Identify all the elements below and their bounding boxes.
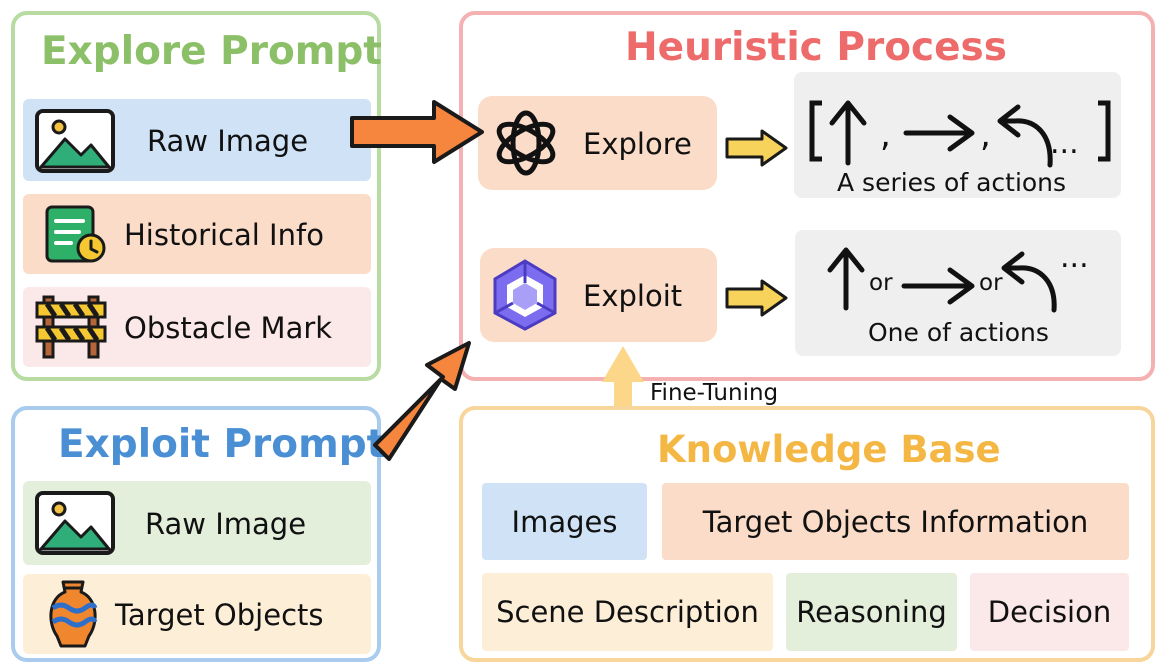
explore-historical-info-label: Historical Info	[124, 218, 324, 252]
explore-prompt-arrow	[350, 100, 484, 164]
image-icon	[35, 109, 115, 173]
vase-icon	[49, 580, 98, 648]
exploit-actions-ellipsis: ...	[1060, 240, 1089, 275]
explore-node: Explore	[478, 96, 717, 190]
fine-tuning-label: Fine-Tuning	[650, 380, 779, 406]
exploit-raw-image-label: Raw Image	[145, 507, 307, 541]
exploit-target-objects-label: Target Objects	[115, 598, 324, 632]
heuristic-process-title: Heuristic Process	[625, 25, 1007, 70]
openai-logo-icon	[496, 110, 556, 176]
kb-images-cell: Images	[482, 483, 647, 560]
exploit-node-label: Exploit	[583, 279, 683, 313]
image-icon	[35, 491, 115, 555]
exploit-actions-glyphs	[827, 247, 1057, 313]
exploit-node: Exploit	[480, 248, 717, 342]
explore-node-label: Explore	[583, 127, 692, 161]
explore-actions-separator-2: ,	[980, 115, 991, 155]
document-clock-icon	[45, 205, 106, 263]
explore-actions-caption: A series of actions	[837, 168, 1067, 197]
exploit-raw-image-item: Raw Image	[23, 481, 371, 565]
explore-obstacle-mark-label: Obstacle Mark	[124, 311, 333, 345]
explore-raw-image-label: Raw Image	[147, 124, 309, 158]
exploit-prompt-title: Exploit Prompt	[58, 422, 386, 467]
knowledge-base-title: Knowledge Base	[657, 428, 1001, 471]
explore-prompt-title: Explore Prompt	[41, 29, 382, 74]
explore-actions-ellipsis: ...	[1050, 126, 1079, 161]
exploit-actions-or-2: or	[979, 270, 1003, 296]
fine-tuning-arrow	[602, 346, 644, 442]
exploit-actions-caption: One of actions	[868, 318, 1049, 347]
barrier-icon	[35, 295, 107, 359]
exploit-target-objects-item: Target Objects	[23, 574, 371, 654]
explore-actions-glyphs	[809, 100, 1111, 168]
explore-obstacle-mark-item: Obstacle Mark	[23, 287, 371, 367]
qwen-logo-icon	[493, 259, 557, 331]
kb-reasoning-cell: Reasoning	[786, 573, 957, 651]
exploit-actions-or-1: or	[869, 270, 893, 296]
exploit-to-actions-arrow	[725, 279, 788, 317]
explore-raw-image-item: Raw Image	[23, 99, 371, 181]
explore-to-actions-arrow	[725, 129, 788, 167]
explore-actions-separator-1: ,	[880, 115, 891, 155]
kb-decision-cell: Decision	[970, 573, 1129, 651]
kb-scene-description-cell: Scene Description	[482, 573, 773, 651]
exploit-prompt-arrow	[373, 341, 471, 461]
explore-historical-info-item: Historical Info	[23, 194, 371, 274]
kb-target-objects-information-cell: Target Objects Information	[662, 483, 1129, 560]
